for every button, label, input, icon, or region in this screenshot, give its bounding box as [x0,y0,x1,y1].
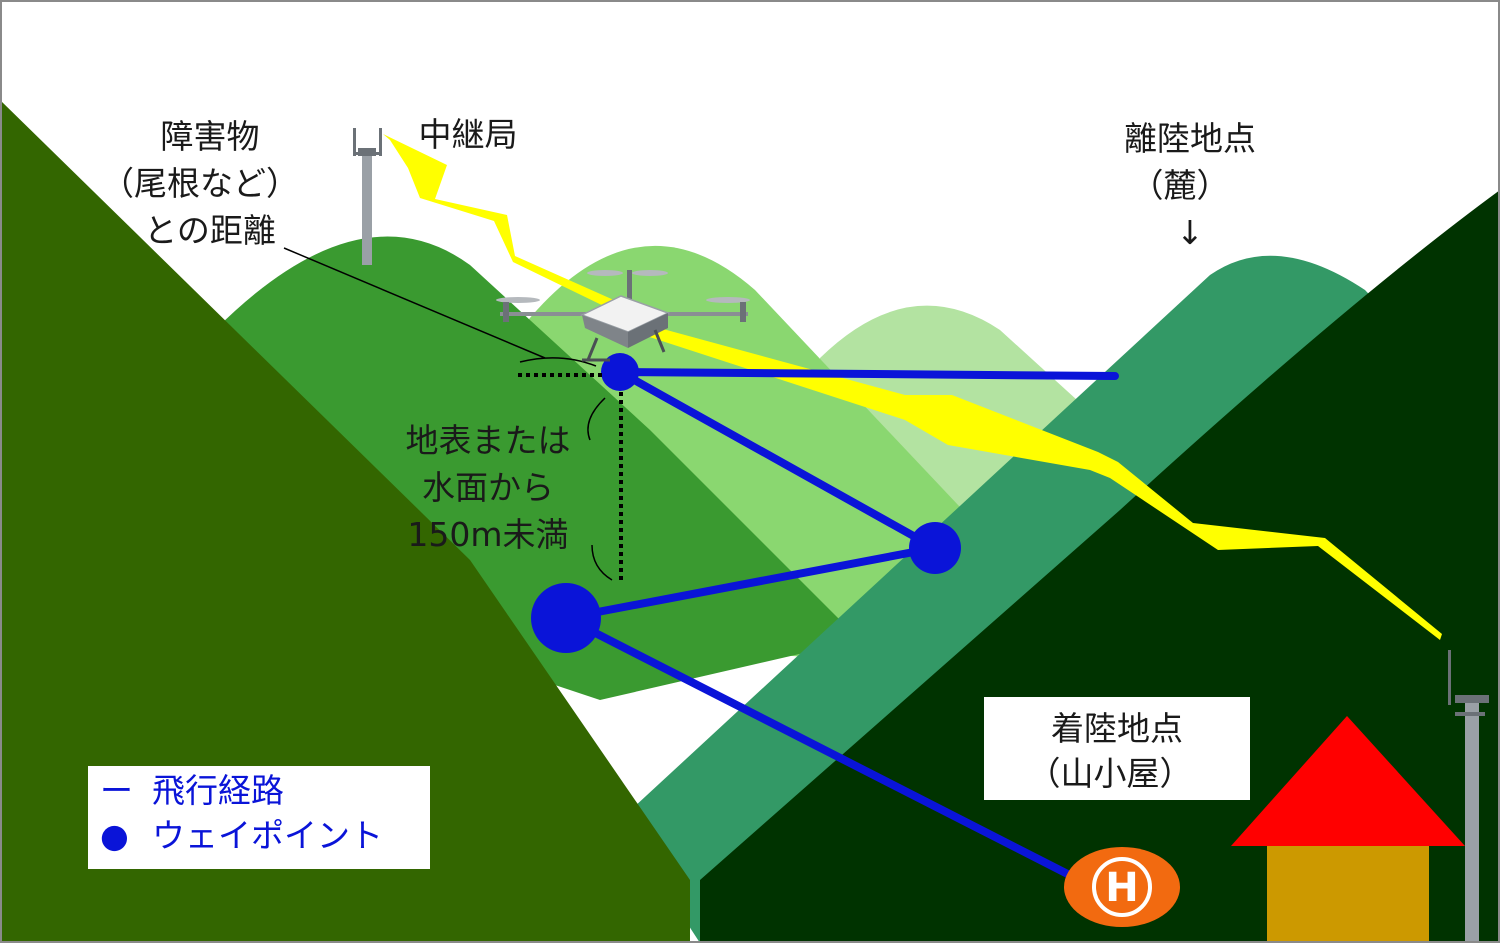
legend-waypoint-label: ウェイポイント [152,816,383,855]
legend-waypoint-symbol: ● [100,816,129,855]
relay-label: 中継局 [419,115,518,154]
relay-tower-right [1448,650,1489,943]
landing-label-line1: 着陸地点 [1051,709,1183,748]
altitude-label-line1: 地表または [406,421,571,460]
flight-path-segment-1 [616,368,1119,380]
landing-label-line2: （山小屋） [1028,754,1193,793]
takeoff-arrow: ↓ [1176,213,1204,252]
drone [496,270,750,362]
altitude-label-line2: 水面から [422,468,554,507]
relay-tower-left [353,128,382,265]
legend-box [88,766,430,869]
takeoff-label-line2: （麓） [1131,166,1230,205]
takeoff-label-line1: 離陸地点 [1124,119,1256,158]
flight-path-segment-2 [616,368,939,552]
legend-path-label: 飛行経路 [152,771,284,810]
heliport-letter: H [1105,865,1138,911]
legend: ー 飛行経路 ● ウェイポイント [88,766,430,869]
obstacle-brace [519,357,597,367]
obstacle-label-line2: （尾根など） [101,164,299,203]
heliport: H [1064,847,1180,927]
obstacle-label-line3: との距離 [144,211,276,250]
altitude-brace-bottom [591,544,613,581]
obstacle-label-line1: 障害物 [161,117,260,156]
waypoint-1 [601,353,639,391]
hut-wall [1267,845,1429,943]
obstacle-leader-line [283,247,546,359]
mountain-front-left [0,100,690,943]
altitude-brace-top [587,397,606,441]
waypoint-3 [531,583,601,653]
signal-bolt-upper [383,134,625,310]
landing-label-box [984,697,1250,800]
flight-path-segment-4 [562,614,1099,892]
mountain-hut [1231,716,1465,943]
signal-bolt-lower [628,320,1442,640]
altitude-label-line3: 150m未満 [407,515,568,554]
flight-path-segment-3 [562,544,939,622]
flight-path [562,368,1119,892]
mountain-front-right [700,190,1500,943]
legend-path-symbol: ー [100,771,133,810]
hut-roof [1231,716,1465,846]
waypoint-2 [909,522,961,574]
